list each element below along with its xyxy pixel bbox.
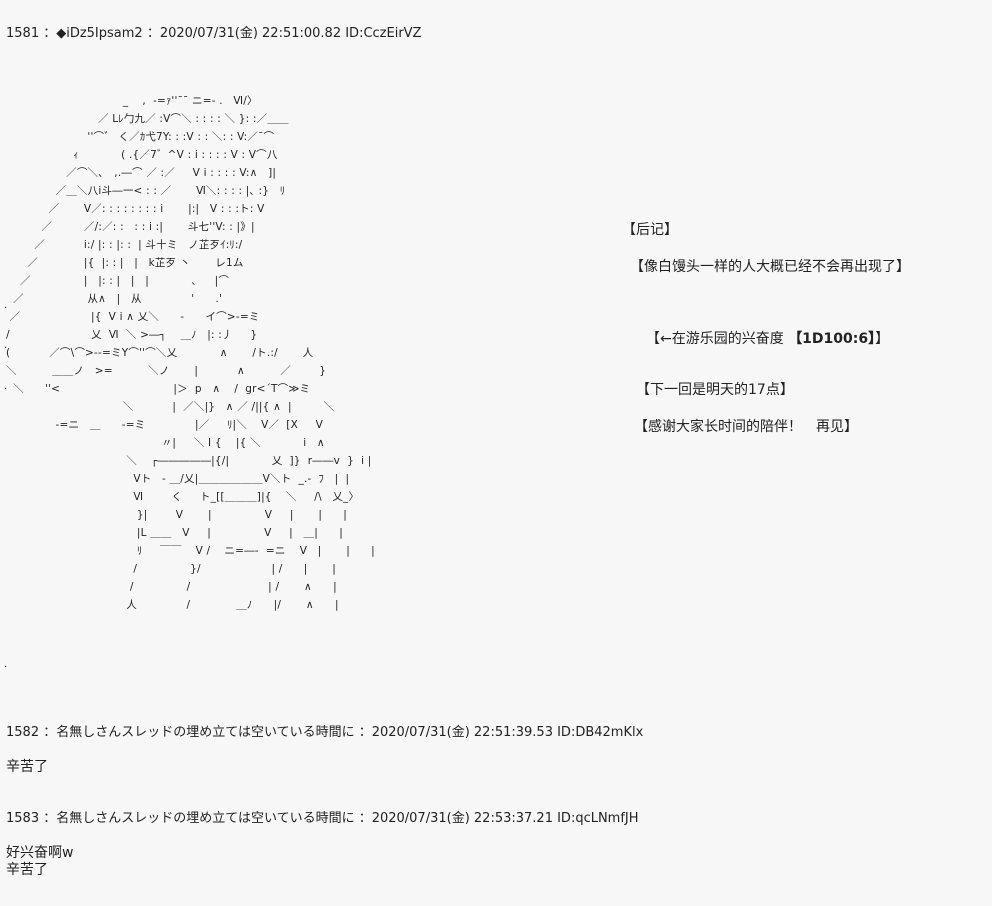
- post-body: 辛苦了: [6, 759, 48, 775]
- post-header: 1581 ：◆iDz5Ipsam2 ：2020/07/31(金) 22:51:0…: [6, 26, 422, 41]
- side-note-next-time: 【下一回是明天的17点】: [636, 382, 794, 398]
- margin-dot: .: [4, 300, 8, 311]
- margin-dot: .: [4, 381, 8, 392]
- side-note-thanks: 【感谢大家长时间的陪伴！ 再见】: [634, 419, 858, 435]
- dice-roll: 【1D100:6】: [788, 331, 876, 347]
- margin-dot: .: [4, 659, 8, 670]
- ascii-art: _ , -=ｧ''¯¯ ニ=- . Ⅵ/〉 ／ Lﾚ勹九／ :V⌒＼ : : :…: [6, 95, 375, 611]
- side-note-farewell-bun: 【像白馒头一样的人大概已经不会再出现了】: [630, 259, 910, 275]
- margin-dot: .: [4, 340, 8, 351]
- excitement-prefix: 【←在游乐园的兴奋度: [646, 331, 789, 347]
- post-body: 好兴奋啊w 辛苦了: [6, 845, 74, 878]
- side-note-afterword: 【后记】: [622, 222, 678, 238]
- side-note-excitement: 【←在游乐园的兴奋度 【1D100:6】】: [646, 330, 889, 348]
- post-header: 1582 ：名無しさんスレッドの埋め立ては空いている時間に ：2020/07/3…: [6, 725, 644, 740]
- excitement-suffix: 】: [875, 331, 890, 347]
- post-header: 1583 ：名無しさんスレッドの埋め立ては空いている時間に ：2020/07/3…: [6, 811, 639, 826]
